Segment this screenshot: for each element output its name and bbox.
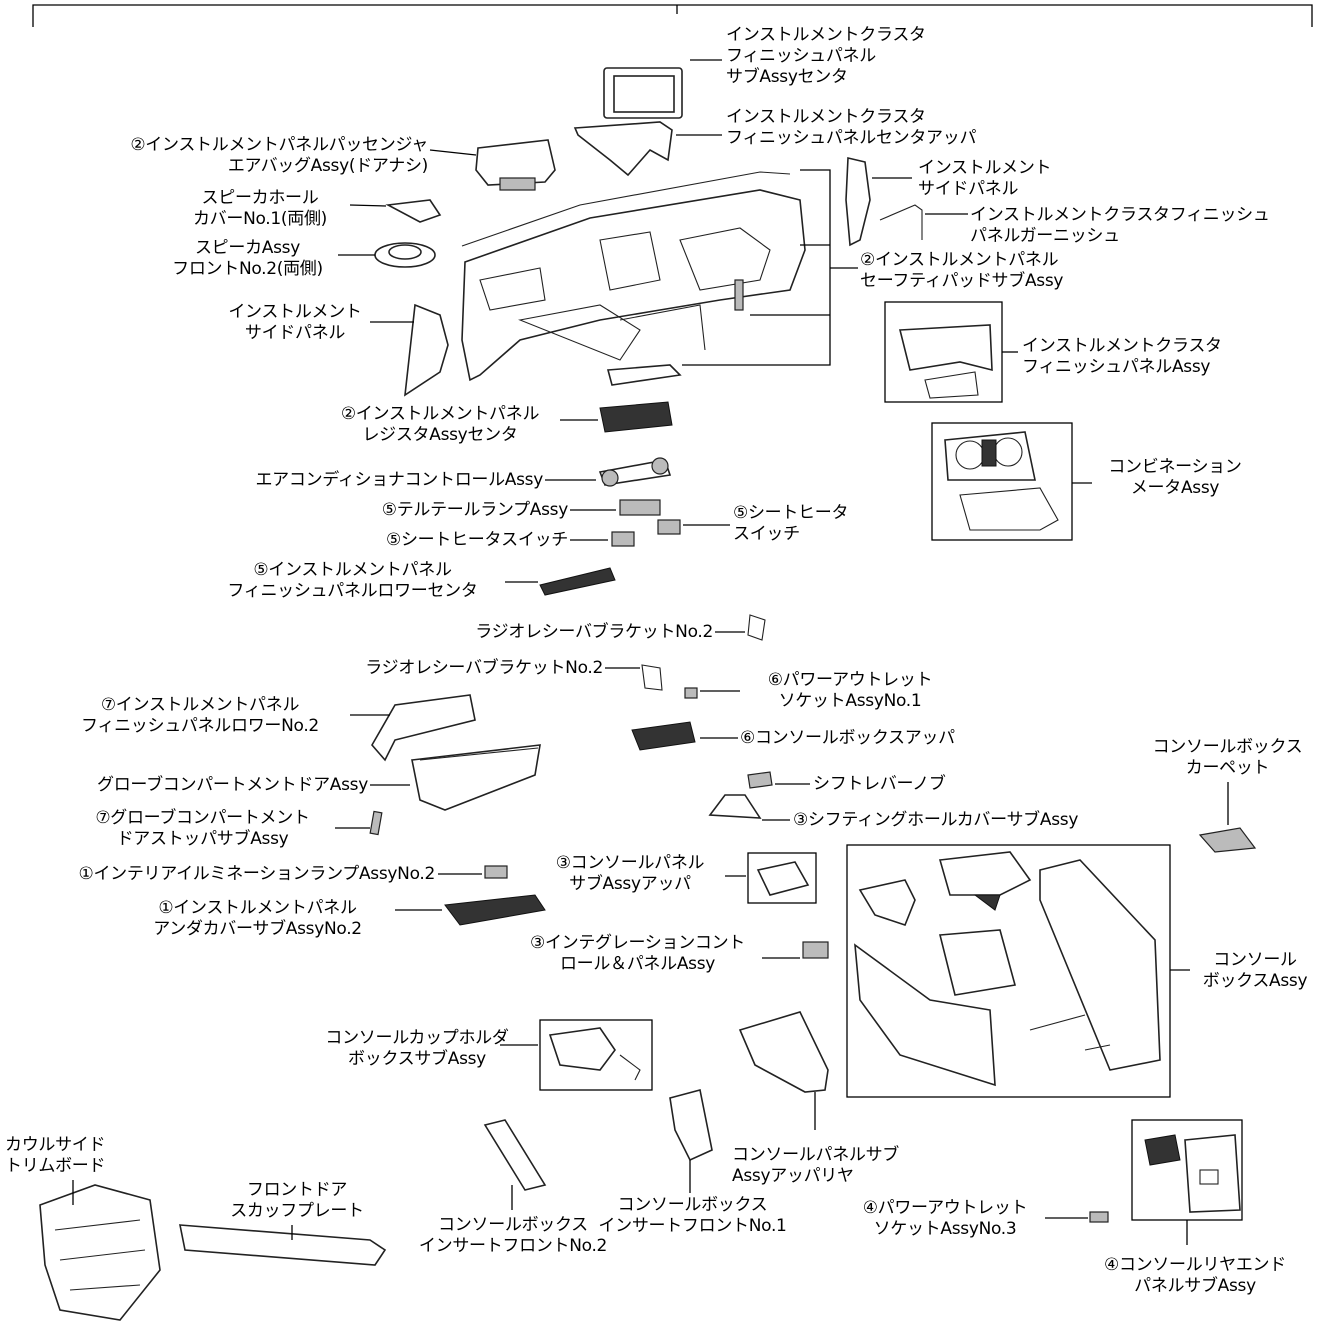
speaker-front-part: [338, 242, 436, 268]
label-radio-bracket-2: ラジオレシーバブラケットNo.2: [365, 658, 603, 678]
side-panel-right-part: [845, 157, 912, 247]
side-panel-left-part: [370, 303, 449, 397]
seat-heater-switch-part: [570, 531, 635, 547]
passenger-airbag-part: [429, 139, 556, 191]
telltale-lamp-part: [570, 499, 661, 516]
top-frame-line: [32, 4, 1313, 27]
label-radio-bracket-1: ラジオレシーバブラケットNo.2: [475, 622, 713, 642]
label-side-panel-left: インストルメント サイドパネル: [228, 302, 362, 343]
register-center-part: [560, 401, 673, 433]
label-cluster-finish-assy: インストルメントクラスタ フィニッシュパネルAssy: [1022, 336, 1222, 377]
finish-lower-no2-part: [350, 694, 476, 762]
label-passenger-airbag: ②インストルメントパネルパッセンジャ エアバッグAssy(ドアナシ): [130, 135, 428, 176]
label-side-panel-right: インストルメント サイドパネル: [918, 158, 1052, 199]
cluster-garnish-part: [879, 204, 968, 240]
insert-front-no1-part: [669, 1089, 713, 1193]
label-power-outlet-3: ④パワーアウトレット ソケットAssyNo.3: [862, 1198, 1028, 1239]
integration-control-part: [762, 941, 829, 959]
insert-front-no2-part: [483, 1119, 547, 1210]
glove-door-part: [370, 744, 541, 811]
label-console-panel-upper-rear: コンソールパネルサブ Assyアッパリヤ: [732, 1145, 899, 1186]
label-front-door-scuff: フロントドア スカッフプレート: [230, 1180, 364, 1221]
label-cowl-side: カウルサイド トリムボード: [5, 1135, 106, 1176]
label-under-cover: ①インストルメントパネル アンダカバーサブAssyNo.2: [153, 898, 362, 939]
label-combination-meter: コンビネーション メータAssy: [1108, 457, 1242, 498]
label-cluster-garnish: インストルメントクラスタフィニッシュ パネルガーニッシュ: [970, 205, 1270, 246]
label-seat-heater-switch-r: ⑤シートヒータ スイッチ: [733, 503, 849, 544]
label-cluster-finish-center-upper: インストルメントクラスタ フィニッシュパネルセンタアッパ: [726, 107, 977, 148]
rear-end-panel-box: [1131, 1119, 1243, 1245]
label-finish-lower-no2: ⑦インストルメントパネル フィニッシュパネルロワーNo.2: [81, 695, 319, 736]
label-glove-stopper: ⑦グローブコンパートメント ドアストッパサブAssy: [95, 808, 310, 849]
cup-holder-box: [500, 1019, 653, 1091]
ac-control-part: [545, 457, 672, 487]
label-insert-front-no2: コンソールボックス インサートフロントNo.2: [418, 1215, 608, 1256]
label-ac-control: エアコンディショナコントロールAssy: [255, 470, 543, 490]
label-speaker-hole-cover: スピーカホール カバーNo.1(両側): [192, 188, 327, 229]
label-rear-end-panel: ④コンソールリヤエンド パネルサブAssy: [1104, 1255, 1286, 1296]
cluster-finish-upper-part: [573, 121, 722, 177]
label-register-center: ②インストルメントパネル レジスタAssyセンタ: [340, 404, 540, 445]
label-glove-door: グローブコンパートメントドアAssy: [97, 775, 368, 795]
combination-meter-box: [931, 422, 1092, 541]
label-cluster-finish-center: インストルメントクラスタ フィニッシュパネル サブAssyセンタ: [726, 25, 926, 87]
console-box-carpet-part: [1198, 782, 1257, 853]
label-power-outlet-1: ⑥パワーアウトレット ソケットAssyNo.1: [767, 670, 933, 711]
front-door-scuff-part: [179, 1224, 387, 1266]
cowl-side-part: [39, 1180, 161, 1321]
cluster-finish-assy-box: [884, 301, 1018, 403]
finish-lower-center-part: [505, 567, 616, 596]
label-safety-pad: ②インストルメントパネル セーフティパッドサブAssy: [860, 250, 1064, 291]
seat-heater-switch-r-part: [657, 519, 730, 535]
dashboard-part: [461, 169, 831, 386]
label-cup-holder: コンソールカップホルダ ボックスサブAssy: [325, 1028, 509, 1069]
power-outlet-3-part: [1045, 1211, 1109, 1223]
label-console-panel-upper: ③コンソールパネル サブAssyアッパ: [555, 853, 705, 894]
power-outlet-1-part: [684, 687, 740, 699]
label-speaker-front: スピーカAssy フロントNo.2(両側): [172, 238, 323, 279]
radio-bracket-2-part: [605, 664, 663, 691]
label-interior-lamp: ①インテリアイルミネーションランプAssyNo.2: [78, 864, 436, 884]
label-shift-knob: シフトレバーノブ: [813, 774, 946, 794]
label-finish-lower-center: ⑤インストルメントパネル フィニッシュパネルロワーセンタ: [227, 560, 478, 601]
label-console-box-assy: コンソール ボックスAssy: [1202, 950, 1308, 991]
shifting-hole-cover-part: [708, 794, 790, 821]
console-panel-upper-rear-part: [738, 1011, 829, 1130]
label-integration-control: ③インテグレーションコント ロール＆パネルAssy: [530, 933, 745, 974]
cluster-finish-center-part: [603, 59, 722, 119]
label-console-box-upper: ⑥コンソールボックスアッパ: [740, 728, 955, 748]
label-shifting-hole-cover: ③シフティングホールカバーサブAssy: [793, 810, 1079, 830]
speaker-hole-cover-part: [349, 199, 442, 223]
label-seat-heater-switch: ⑤シートヒータスイッチ: [386, 530, 568, 550]
under-cover-part: [395, 894, 546, 926]
label-insert-front-no1: コンソールボックス インサートフロントNo.1: [598, 1195, 787, 1236]
shift-knob-part: [747, 771, 810, 789]
glove-stopper-part: [335, 810, 383, 836]
interior-lamp-part: [438, 865, 508, 879]
console-box-upper-part: [631, 721, 738, 751]
label-console-box-carpet: コンソールボックス カーペット: [1152, 737, 1303, 778]
console-box-assy-box: [846, 844, 1190, 1098]
radio-bracket-1-part: [715, 614, 766, 641]
console-panel-upper-box: [725, 852, 817, 904]
label-telltale-lamp: ⑤テルテールランプAssy: [381, 500, 569, 520]
